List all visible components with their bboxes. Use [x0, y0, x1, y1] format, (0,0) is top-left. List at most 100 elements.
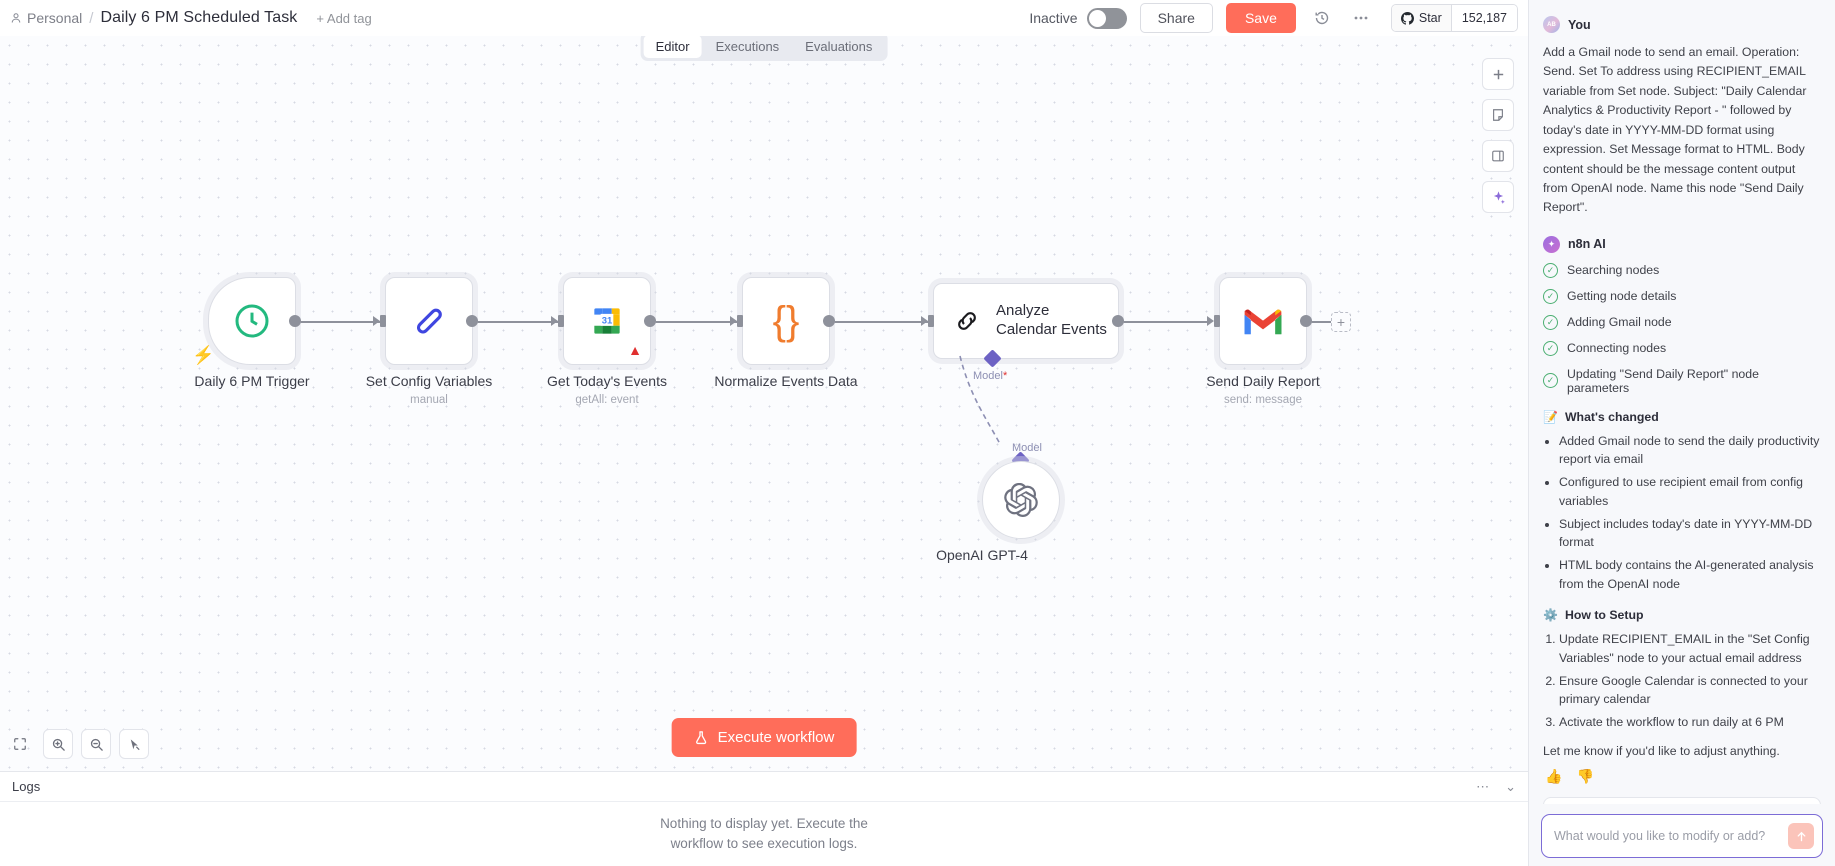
- node-body[interactable]: [373, 277, 478, 365]
- execute-workflow-button[interactable]: Execute workflow: [671, 718, 857, 757]
- breadcrumb-project[interactable]: Personal: [10, 10, 82, 26]
- save-button[interactable]: Save: [1225, 3, 1296, 33]
- output-port[interactable]: [1112, 315, 1124, 327]
- ai-message-header: ✦ n8n AI: [1543, 235, 1821, 253]
- node-label: Daily 6 PM Trigger: [194, 373, 310, 389]
- chat-scroll-area[interactable]: AB You Add a Gmail node to send an email…: [1529, 0, 1835, 804]
- node-analyze-calendar-events[interactable]: Analyze Calendar Events Model*: [921, 283, 1124, 382]
- logs-more-icon[interactable]: ⋯: [1476, 778, 1490, 794]
- node-set-config-variables[interactable]: Set Config Variables manual: [366, 277, 492, 406]
- add-tag-button[interactable]: + Add tag: [316, 10, 372, 26]
- more-options-icon[interactable]: [1348, 5, 1374, 31]
- model-port-label: Model*: [973, 370, 1008, 382]
- history-icon[interactable]: [1309, 5, 1335, 31]
- top-bar-actions: Inactive Share Save: [1029, 3, 1518, 33]
- ai-assistant-icon[interactable]: [1482, 181, 1514, 213]
- node-subtitle: send: message: [1224, 394, 1302, 406]
- github-star-widget[interactable]: Star 152,187: [1390, 4, 1518, 32]
- ai-step-label: Adding Gmail node: [1567, 315, 1672, 330]
- how-to-setup-header: ⚙️ How to Setup: [1543, 608, 1821, 622]
- chat-input[interactable]: [1554, 829, 1780, 843]
- zoom-in-icon[interactable]: [43, 729, 73, 759]
- output-port[interactable]: [644, 315, 656, 327]
- logs-empty-line-2: workflow to see execution logs.: [670, 836, 858, 851]
- node-subtitle: getAll: event: [575, 394, 639, 406]
- add-node-stub-icon[interactable]: +: [1331, 312, 1351, 332]
- tab-editor[interactable]: Editor: [643, 35, 702, 58]
- add-sticky-note-icon[interactable]: [1482, 99, 1514, 131]
- reset-zoom-icon[interactable]: [119, 729, 149, 759]
- breadcrumb-separator: /: [89, 9, 94, 27]
- page-title[interactable]: Daily 6 PM Scheduled Task: [100, 9, 298, 26]
- send-message-button[interactable]: [1788, 823, 1814, 849]
- node-label: OpenAI GPT-4: [936, 547, 1028, 563]
- activation-toggle[interactable]: [1086, 7, 1127, 29]
- input-port[interactable]: [730, 315, 743, 327]
- node-body[interactable]: [982, 461, 1060, 539]
- thumbs-up-icon[interactable]: 👍: [1545, 767, 1563, 784]
- node-get-todays-events[interactable]: 31 ▲ Get Today's Events getAll: event: [547, 277, 667, 406]
- node-body[interactable]: 31 ▲: [551, 277, 656, 365]
- tab-executions[interactable]: Executions: [715, 39, 780, 54]
- output-port[interactable]: [289, 315, 301, 327]
- breadcrumb: Personal / Daily 6 PM Scheduled Task + A…: [10, 9, 372, 27]
- node-send-daily-report[interactable]: Send Daily Report send: message: [1206, 277, 1320, 406]
- zoom-out-icon[interactable]: [81, 729, 111, 759]
- node-daily-6-pm-trigger[interactable]: Daily 6 PM Trigger: [194, 277, 310, 389]
- sparkle-icon: ✦: [1543, 235, 1560, 253]
- input-port[interactable]: [373, 315, 386, 327]
- node-label: Set Config Variables: [365, 373, 493, 389]
- ai-step-label: Updating "Send Daily Report" node parame…: [1567, 366, 1759, 395]
- execute-workflow-label: Execute workflow: [717, 729, 835, 746]
- canvas-tool-rail: [1482, 58, 1514, 213]
- workflow-issues-card: Complete these steps before executing yo…: [1543, 796, 1821, 804]
- workflow-activation-toggle-group: Inactive: [1029, 7, 1127, 29]
- share-button[interactable]: Share: [1139, 3, 1213, 33]
- node-body[interactable]: [1207, 277, 1312, 365]
- openai-icon: [1004, 483, 1038, 517]
- logs-header: Logs ⋯ ⌄: [0, 772, 1528, 802]
- ai-step-row: ✓ Searching nodes: [1543, 262, 1821, 278]
- connection-5: [1110, 321, 1210, 323]
- toggle-panel-icon[interactable]: [1482, 140, 1514, 172]
- output-port[interactable]: [466, 315, 478, 327]
- node-body[interactable]: Analyze Calendar Events: [921, 283, 1124, 368]
- logs-panel: Logs ⋯ ⌄ Nothing to display yet. Execute…: [0, 771, 1528, 866]
- add-node-icon[interactable]: [1482, 58, 1514, 90]
- node-subtitle: manual: [410, 394, 448, 406]
- github-star-button[interactable]: Star: [1391, 5, 1451, 31]
- flask-icon: [696, 731, 707, 745]
- list-item: Subject includes today's date in YYYY-MM…: [1559, 515, 1821, 552]
- ai-step-label: Searching nodes: [1567, 263, 1660, 278]
- logs-empty-state: Nothing to display yet. Execute the work…: [660, 814, 868, 853]
- tab-evaluations[interactable]: Evaluations: [805, 39, 873, 54]
- person-icon: [11, 13, 21, 23]
- node-normalize-events-data[interactable]: {} Normalize Events Data: [714, 277, 858, 389]
- user-message-header: AB You: [1543, 16, 1821, 33]
- user-message-text: Add a Gmail node to send an email. Opera…: [1543, 45, 1807, 215]
- ai-step-row: ✓ Connecting nodes: [1543, 340, 1821, 356]
- workflow-canvas[interactable]: ⚡ Daily 6 PM Trigger: [0, 36, 1528, 771]
- github-icon: [1400, 11, 1414, 25]
- memo-icon: 📝: [1543, 409, 1558, 424]
- input-port[interactable]: [551, 315, 564, 327]
- list-item: Ensure Google Calendar is connected to y…: [1559, 672, 1821, 709]
- ai-step-row: ✓ Adding Gmail node: [1543, 314, 1821, 330]
- thumbs-down-icon[interactable]: 👎: [1576, 767, 1594, 784]
- input-port[interactable]: [1207, 315, 1220, 327]
- output-port[interactable]: [1300, 315, 1312, 327]
- logs-collapse-icon[interactable]: ⌄: [1505, 778, 1516, 794]
- node-label: Send Daily Report: [1206, 373, 1320, 389]
- chat-input-box[interactable]: [1541, 814, 1823, 858]
- connection-1: [295, 321, 390, 323]
- model-connection: [959, 355, 1001, 445]
- pencil-edit-icon: [416, 308, 442, 334]
- activation-label: Inactive: [1029, 10, 1078, 26]
- output-port[interactable]: [823, 315, 835, 327]
- input-port[interactable]: [921, 315, 934, 327]
- node-body[interactable]: {}: [730, 277, 835, 365]
- node-body[interactable]: [208, 277, 301, 365]
- list-item: Added Gmail node to send the daily produ…: [1559, 432, 1821, 469]
- zoom-to-fit-icon[interactable]: [5, 729, 35, 759]
- node-label: Get Today's Events: [547, 373, 667, 389]
